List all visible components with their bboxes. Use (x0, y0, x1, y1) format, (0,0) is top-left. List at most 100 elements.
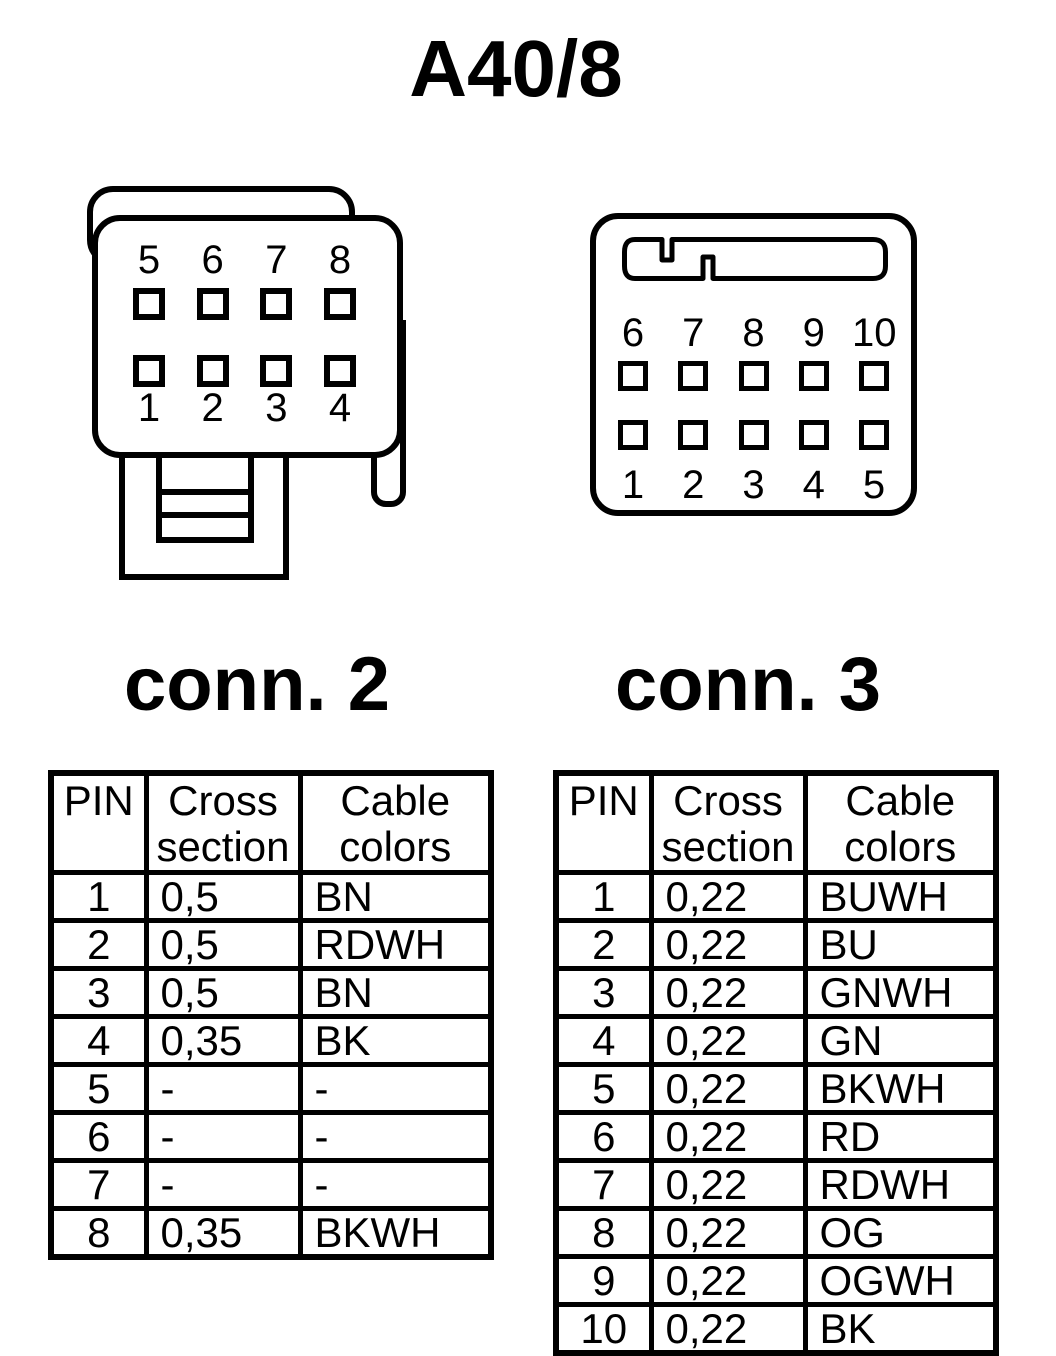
pin-number: 6 (621, 311, 645, 355)
pin-socket (133, 288, 165, 320)
conn2-pin-sockets-top (98, 288, 397, 320)
pin-cell: 5 (48, 1062, 149, 1115)
cross-section-cell: 0,22 (648, 1014, 808, 1067)
pin-socket (678, 361, 709, 391)
cross-section-cell: 0,22 (648, 966, 808, 1019)
cross-section-cell: 0,35 (143, 1206, 303, 1260)
pin-number: 4 (328, 386, 352, 430)
cable-colors-cell: BUWH (802, 870, 999, 923)
cable-colors-cell: - (297, 1158, 494, 1211)
pin-cell: 6 (553, 1110, 654, 1163)
pin-socket (260, 288, 293, 320)
pin-cell: 8 (553, 1206, 654, 1259)
cable-colors-cell: GNWH (802, 966, 999, 1019)
pin-socket (859, 420, 889, 450)
cable-colors-cell: RD (802, 1110, 999, 1163)
pin-cell: 4 (553, 1014, 654, 1067)
cross-section-cell: 0,5 (143, 966, 303, 1019)
column-header: Cross section (648, 770, 808, 875)
pin-cell: 2 (48, 918, 149, 971)
conn2-pin-sockets-bottom (98, 355, 397, 387)
cable-colors-cell: RDWH (802, 1158, 999, 1211)
pin-number: 6 (201, 238, 224, 282)
pin-socket (323, 288, 356, 320)
cross-section-cell: 0,5 (143, 918, 303, 971)
table-row: 7-- (48, 1158, 494, 1211)
pin-number: 7 (682, 311, 705, 355)
cross-section-cell: 0,5 (143, 870, 303, 923)
keying-slot (622, 237, 888, 281)
pin-socket (133, 355, 165, 387)
pin-cell: 10 (553, 1302, 654, 1356)
cross-section-cell: 0,22 (648, 1158, 808, 1211)
pin-cell: 7 (48, 1158, 149, 1211)
pin-cell: 3 (48, 966, 149, 1019)
pin-number: 2 (201, 386, 224, 430)
cross-section-cell: - (143, 1062, 303, 1115)
cross-section-cell: 0,22 (648, 1062, 808, 1115)
cable-colors-cell: BK (297, 1014, 494, 1067)
pin-socket (798, 420, 829, 450)
cross-section-cell: 0,22 (648, 1302, 808, 1356)
pin-number: 1 (137, 386, 161, 430)
pin-socket (859, 361, 889, 391)
cross-section-cell: 0,22 (648, 1206, 808, 1259)
cable-colors-cell: RDWH (297, 918, 494, 971)
pin-socket (798, 361, 829, 391)
cross-section-cell: 0,22 (648, 1254, 808, 1307)
column-header: PIN (48, 770, 149, 875)
pin-socket (618, 361, 648, 391)
cross-section-cell: 0,22 (648, 918, 808, 971)
column-header: Cable colors (297, 770, 494, 875)
pin-number: 2 (682, 463, 705, 507)
cable-colors-cell: BN (297, 966, 494, 1019)
cross-section-cell: 0,22 (648, 870, 808, 923)
pin-socket (618, 420, 648, 450)
pin-number: 8 (328, 238, 352, 282)
conn3-caption: conn. 3 (614, 642, 882, 727)
pin-socket (738, 420, 769, 450)
conn2-caption: conn. 2 (123, 642, 391, 727)
cable-colors-cell: - (297, 1110, 494, 1163)
pin-number: 10 (852, 311, 897, 355)
pin-number: 9 (802, 311, 825, 355)
conn3-pin-sockets-top (596, 361, 911, 391)
cable-colors-cell: BN (297, 870, 494, 923)
cable-colors-cell: BKWH (297, 1206, 494, 1260)
pin-cell: 4 (48, 1014, 149, 1067)
pin-socket (323, 355, 356, 387)
cable-colors-cell: BK (802, 1302, 999, 1356)
pin-socket (260, 355, 293, 387)
page-title: A40/8 (409, 24, 623, 113)
cross-section-cell: - (143, 1158, 303, 1211)
pin-number: 5 (137, 238, 161, 282)
pin-socket (196, 355, 229, 387)
column-header: PIN (553, 770, 654, 875)
pin-number: 3 (742, 463, 765, 507)
pin-cell: 7 (553, 1158, 654, 1211)
cable-colors-cell: BU (802, 918, 999, 971)
table-row: 6-- (48, 1110, 494, 1163)
conn3-pin-sockets-bottom (596, 420, 911, 450)
pin-number: 8 (742, 311, 765, 355)
